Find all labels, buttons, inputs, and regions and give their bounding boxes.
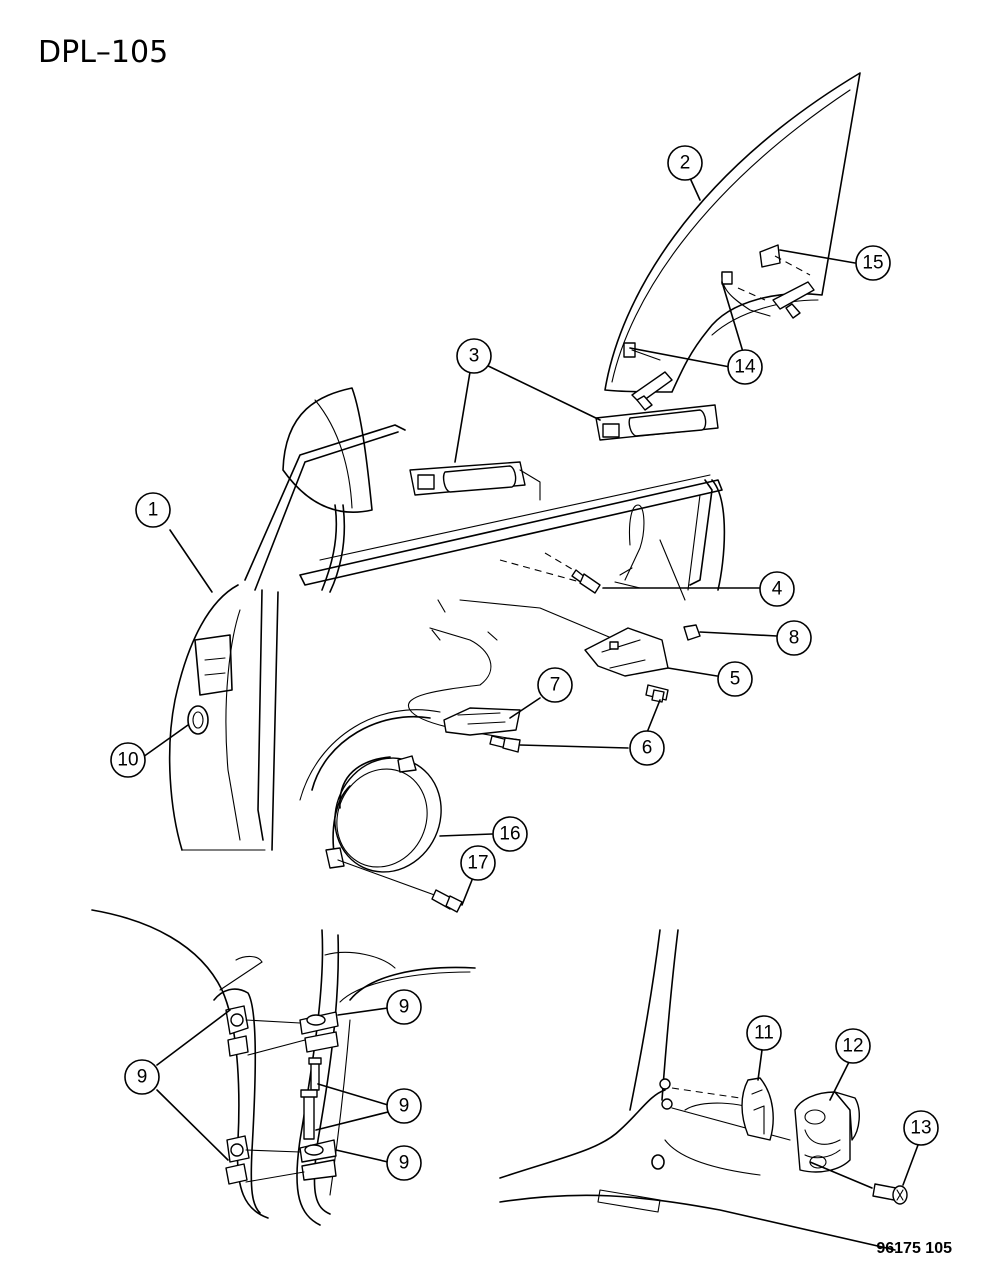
- callout-16: 16: [492, 816, 528, 852]
- callout-11: 11: [746, 1015, 782, 1051]
- figure-code: 96175 105: [876, 1240, 952, 1257]
- striker-detail: [499, 929, 919, 1251]
- callout-14: 14: [727, 349, 763, 385]
- svg-text:12: 12: [842, 1036, 863, 1057]
- svg-text:6: 6: [642, 738, 653, 759]
- leader-1: [169, 529, 213, 593]
- door-glass: [604, 72, 861, 411]
- callout-10: 10: [110, 742, 146, 778]
- svg-text:9: 9: [137, 1067, 148, 1088]
- speaker-16: [325, 755, 493, 873]
- leader-2: [689, 177, 701, 201]
- svg-text:14: 14: [734, 357, 756, 378]
- callout-9-left: 9: [124, 1059, 160, 1095]
- callout-12: 12: [835, 1028, 871, 1064]
- svg-text:4: 4: [772, 579, 783, 600]
- svg-text:13: 13: [910, 1118, 931, 1139]
- callout-9-upper-right: 9: [386, 989, 422, 1025]
- callout-6: 6: [629, 730, 665, 766]
- nut-8: [683, 624, 778, 641]
- bracket-5: [584, 627, 718, 677]
- svg-text:11: 11: [754, 1023, 774, 1044]
- svg-text:8: 8: [789, 628, 800, 649]
- window-run-channels: [409, 404, 719, 501]
- svg-text:2: 2: [680, 153, 691, 174]
- callout-8: 8: [776, 620, 812, 656]
- svg-text:9: 9: [399, 1153, 410, 1174]
- svg-text:9: 9: [399, 997, 410, 1018]
- leader-10: [142, 724, 189, 758]
- callout-9-lower: 9: [386, 1145, 422, 1181]
- front-door-shell: [168, 387, 726, 851]
- leader-15: [779, 249, 856, 264]
- callout-7: 7: [537, 667, 573, 703]
- callout-1: 1: [135, 492, 171, 528]
- screw-17: [337, 859, 473, 913]
- svg-text:1: 1: [148, 500, 159, 521]
- diagram-title: DPL–105: [38, 35, 168, 70]
- svg-text:3: 3: [469, 346, 480, 367]
- svg-text:16: 16: [499, 824, 520, 845]
- svg-text:5: 5: [730, 669, 741, 690]
- callout-15: 15: [855, 245, 891, 281]
- callout-13: 13: [903, 1110, 939, 1146]
- svg-text:15: 15: [862, 253, 883, 274]
- regulator-bracket-7: [443, 697, 541, 736]
- callout-9-middle: 9: [386, 1088, 422, 1124]
- svg-text:9: 9: [399, 1096, 410, 1117]
- leader-14: [629, 281, 744, 368]
- bolt-6: [489, 684, 669, 753]
- callout-5: 5: [717, 661, 753, 697]
- bolt-4: [544, 552, 763, 594]
- svg-text:10: 10: [117, 750, 138, 771]
- callout-3: 3: [456, 338, 492, 374]
- svg-text:7: 7: [550, 675, 561, 696]
- callout-4: 4: [759, 571, 795, 607]
- callout-2: 2: [667, 145, 703, 181]
- hinge-detail: [91, 909, 476, 1226]
- regulator-linkage: [407, 494, 701, 741]
- leader-3: [454, 362, 601, 463]
- svg-text:17: 17: [467, 853, 488, 874]
- callout-17: 17: [460, 845, 496, 881]
